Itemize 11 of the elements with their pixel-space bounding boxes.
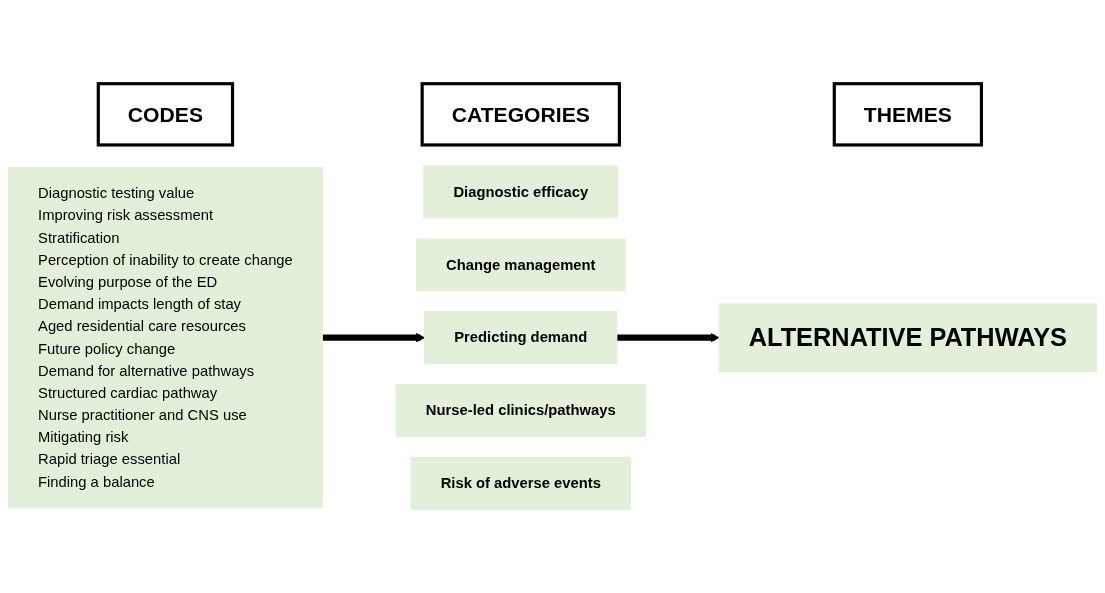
node-box: Nurse-led clinics/pathways	[395, 384, 646, 437]
node-box: Diagnostic testing value Improving risk assessment Stratification Perception of inability to create change Evolving purpose of the ED Demand impacts length of stay Aged residential care resources Future policy change Demand for alternative pathways Structured cardiac pathway Nurse practitioner and CNS use Mitigating risk Rapid triage essential Finding a balance	[7, 167, 323, 509]
arrow	[616, 333, 720, 343]
node-box: ALTERNATIVE PATHWAYS	[718, 303, 1098, 372]
node-box: Predicting demand	[424, 311, 618, 365]
node-box: Diagnostic efficacy	[423, 165, 619, 219]
node-box: CATEGORIES	[420, 82, 621, 147]
node-box: Change management	[415, 238, 626, 292]
node-box: CODES	[96, 82, 235, 147]
node-box: THEMES	[832, 82, 984, 147]
node-box: Risk of adverse events	[410, 457, 631, 510]
